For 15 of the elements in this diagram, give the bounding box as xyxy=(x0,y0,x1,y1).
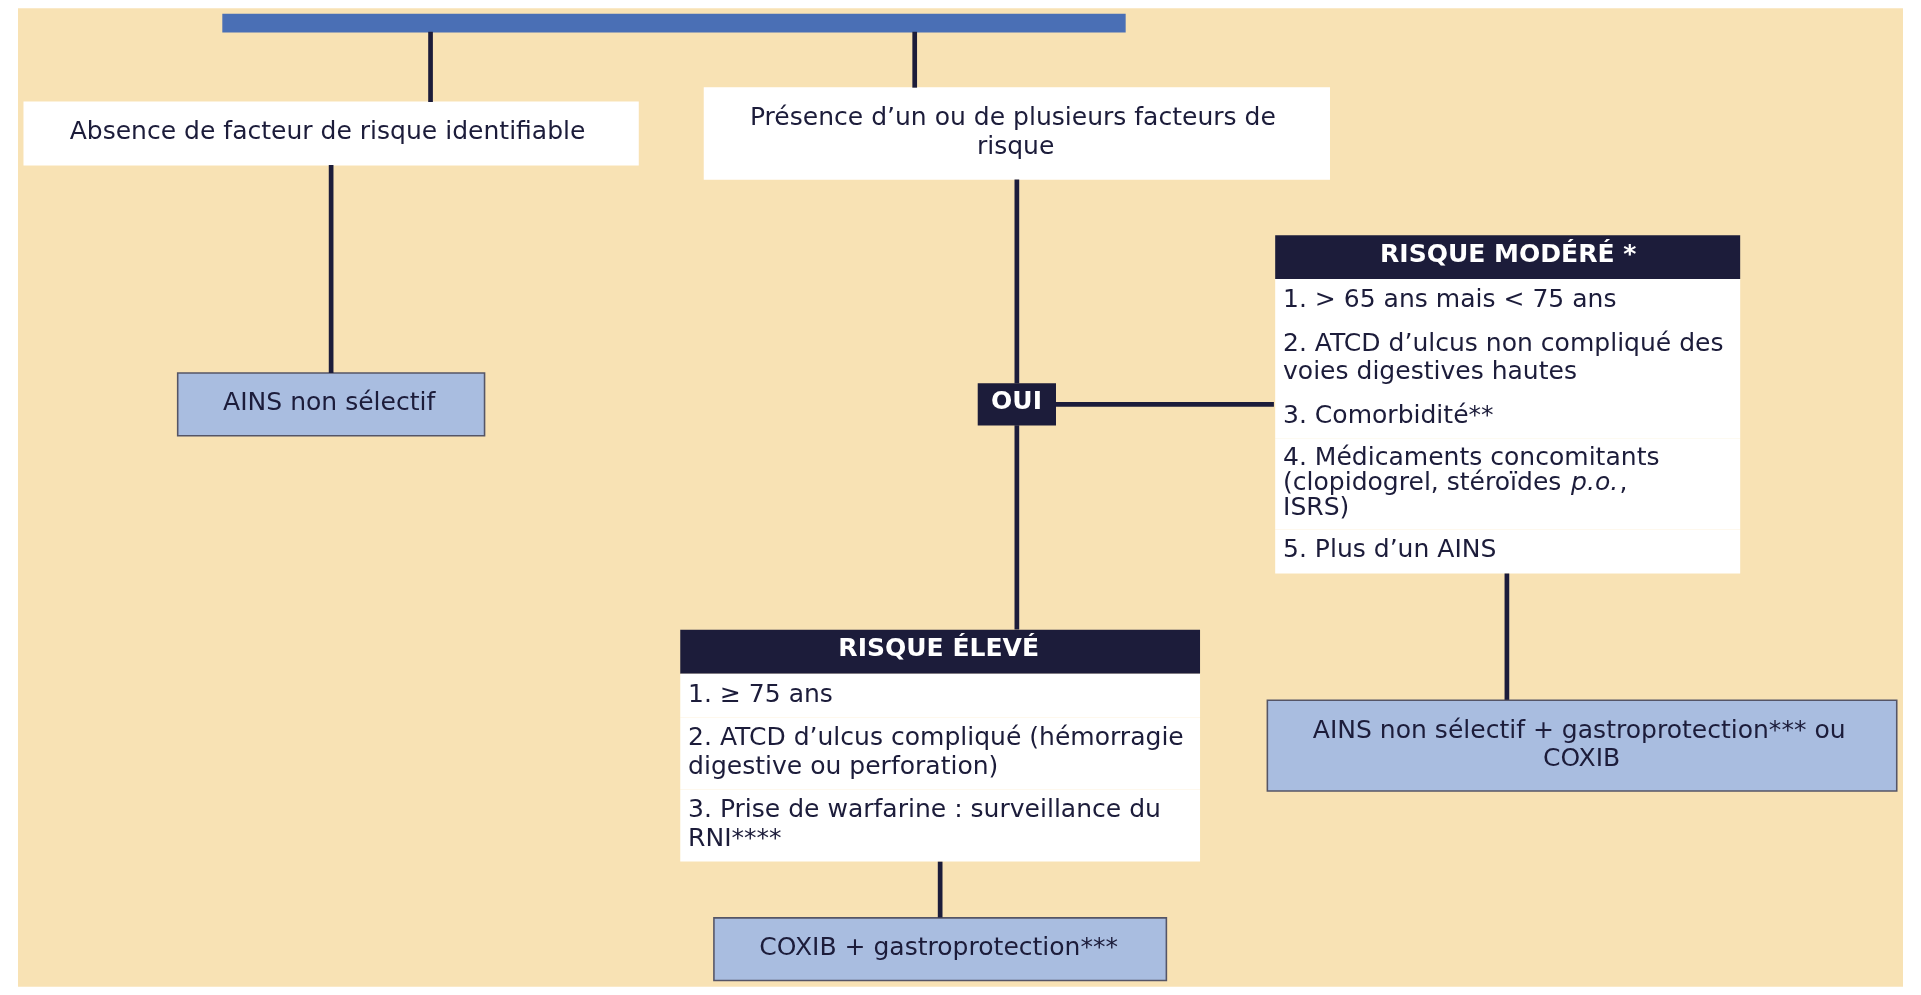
connector xyxy=(1504,573,1510,700)
node-box: OUI xyxy=(977,383,1056,426)
node-box: COXIB + gastroprotection*** xyxy=(713,917,1168,982)
connector xyxy=(1014,179,1020,384)
connector xyxy=(328,165,334,373)
node-box: Présence d’un ou de plusieurs facteurs de risque xyxy=(703,87,1330,180)
node-box: AINS non sélectif xyxy=(176,372,486,437)
node-box: AINS non sélectif + gastroprotection*** ou COXIB xyxy=(1266,699,1898,792)
connector xyxy=(1014,425,1020,630)
node-box: Absence de facteur de risque identifiable xyxy=(23,101,639,166)
connector xyxy=(912,31,918,88)
connector xyxy=(428,31,433,102)
connector xyxy=(937,861,943,918)
connector xyxy=(1055,402,1274,407)
node-bar xyxy=(222,13,1126,33)
